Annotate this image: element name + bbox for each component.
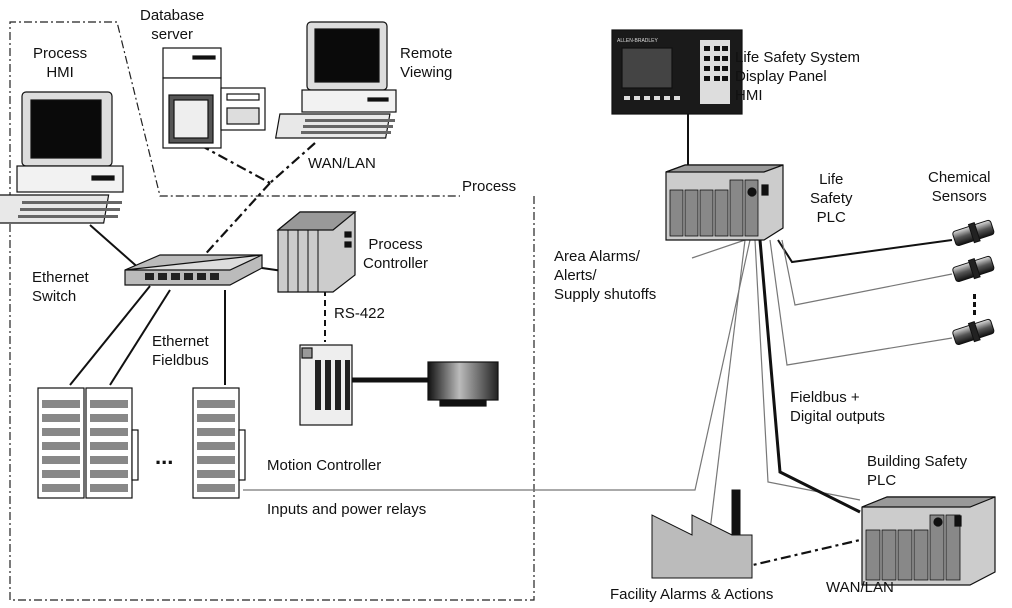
link-relays bbox=[243, 239, 751, 491]
database-server-label: Database server bbox=[140, 6, 204, 44]
building-safety-plc-icon bbox=[861, 496, 996, 586]
link-area-alarms bbox=[691, 239, 746, 259]
sensor-icon bbox=[952, 255, 995, 282]
facility-alarms-label: Facility Alarms & Actions bbox=[610, 586, 774, 603]
process-hmi-label-line2: HMI bbox=[46, 64, 74, 81]
ethernet-fieldbus-label: Ethernet Fieldbus bbox=[152, 332, 209, 370]
process-controller-label: Process Controller bbox=[363, 235, 428, 273]
life-safety-plc-label-line3: PLC bbox=[816, 209, 846, 226]
link-plc-facility bbox=[704, 239, 746, 573]
wan-link-switch bbox=[199, 182, 271, 261]
process-hmi-label: Process HMI bbox=[33, 44, 87, 82]
link-sensor-2 bbox=[781, 239, 953, 306]
area-alarms-label: Area Alarms/ Alerts/ Supply shutoffs bbox=[554, 247, 656, 304]
sensor-icon bbox=[952, 318, 995, 345]
ellipsis-label: ... bbox=[155, 444, 174, 469]
process-controller-label-line2: Controller bbox=[363, 255, 429, 272]
ethernet-fieldbus-label-line2: Fieldbus bbox=[152, 352, 209, 369]
area-alarms-label-line1: Area Alarms/ bbox=[554, 248, 640, 265]
link-plc-building-thin bbox=[754, 239, 861, 501]
wan-lan-bottom-label: WAN/LAN bbox=[826, 579, 894, 596]
remote-viewing-label: Remote Viewing bbox=[400, 44, 453, 82]
drive-rack-icon bbox=[37, 387, 85, 499]
link-switch-rack-2 bbox=[109, 289, 171, 386]
ethernet-switch-label-line2: Switch bbox=[32, 288, 77, 305]
database-server-label-line2: server bbox=[151, 26, 193, 43]
motion-controller-label: Motion Controller bbox=[267, 457, 382, 474]
factory-icon bbox=[651, 489, 753, 579]
process-hmi-computer-icon bbox=[0, 91, 124, 224]
fieldbus-digital-label: Fieldbus + Digital outputs bbox=[790, 388, 885, 426]
area-alarms-label-line3: Supply shutoffs bbox=[554, 286, 657, 303]
process-controller-icon bbox=[276, 211, 357, 293]
process-controller-label-line1: Process bbox=[368, 236, 423, 253]
building-safety-plc-label-line2: PLC bbox=[867, 472, 897, 489]
link-sensor-3 bbox=[769, 239, 953, 366]
ethernet-switch-icon bbox=[124, 254, 263, 286]
remote-viewing-label-line1: Remote bbox=[400, 45, 453, 62]
fieldbus-digital-label-line1: Fieldbus + bbox=[790, 389, 860, 406]
life-safety-display-panel-icon: ALLEN-BRADLEY bbox=[611, 29, 743, 115]
database-server-label-line1: Database bbox=[140, 7, 205, 24]
drive-rack-icon bbox=[192, 387, 246, 499]
chemical-sensors-label: Chemical Sensors bbox=[928, 168, 991, 206]
drive-rack-icon bbox=[85, 387, 139, 499]
rs422-label: RS-422 bbox=[334, 305, 385, 322]
area-alarms-label-line2: Alerts/ bbox=[554, 267, 597, 284]
link-sensor-1 bbox=[777, 239, 953, 264]
remote-viewing-label-line2: Viewing bbox=[400, 64, 453, 81]
wan-link-remote bbox=[269, 142, 316, 184]
life-safety-display-label-line1: Life Safety System bbox=[735, 49, 861, 66]
life-safety-plc-label: Life Safety PLC bbox=[810, 170, 853, 227]
life-safety-display-label: Life Safety System Display Panel HMI bbox=[735, 48, 860, 105]
database-server-icon bbox=[162, 47, 266, 149]
ethernet-fieldbus-label-line1: Ethernet bbox=[152, 333, 209, 350]
building-safety-plc-label-line1: Building Safety bbox=[867, 453, 968, 470]
process-hmi-label-line1: Process bbox=[33, 45, 88, 62]
wan-lan-top-label: WAN/LAN bbox=[308, 155, 376, 172]
vertical-ellipsis-icon bbox=[973, 294, 976, 315]
panel-brand: ALLEN-BRADLEY bbox=[617, 38, 659, 44]
life-safety-plc-label-line2: Safety bbox=[810, 190, 853, 207]
life-safety-plc-label-line1: Life bbox=[819, 171, 844, 188]
sensor-icon bbox=[952, 219, 995, 246]
ethernet-switch-label: Ethernet Switch bbox=[32, 268, 89, 306]
link-switch-rack-1 bbox=[69, 285, 151, 386]
chemical-sensors-label-line2: Sensors bbox=[931, 188, 987, 205]
building-safety-plc-label: Building Safety PLC bbox=[867, 452, 967, 490]
drive-racks bbox=[37, 387, 246, 499]
motor-icon bbox=[427, 361, 499, 407]
life-safety-display-label-line2: Display Panel bbox=[735, 68, 827, 85]
life-safety-plc-icon bbox=[665, 164, 784, 241]
ethernet-switch-label-line1: Ethernet bbox=[32, 269, 89, 286]
inputs-power-relays-label: Inputs and power relays bbox=[267, 501, 427, 518]
process-zone-label: Process bbox=[462, 178, 517, 195]
chemical-sensors bbox=[952, 219, 995, 345]
fieldbus-digital-label-line2: Digital outputs bbox=[790, 408, 886, 425]
wan-link-bottom bbox=[739, 538, 861, 570]
drive-module-icon bbox=[299, 344, 353, 426]
chemical-sensors-label-line1: Chemical bbox=[928, 169, 991, 186]
wan-link-database bbox=[199, 144, 271, 184]
link-plc-building-thick bbox=[758, 239, 861, 514]
remote-viewing-computer-icon bbox=[274, 21, 397, 139]
life-safety-display-label-line3: HMI bbox=[735, 87, 763, 104]
process-zone-boundary bbox=[10, 196, 535, 601]
